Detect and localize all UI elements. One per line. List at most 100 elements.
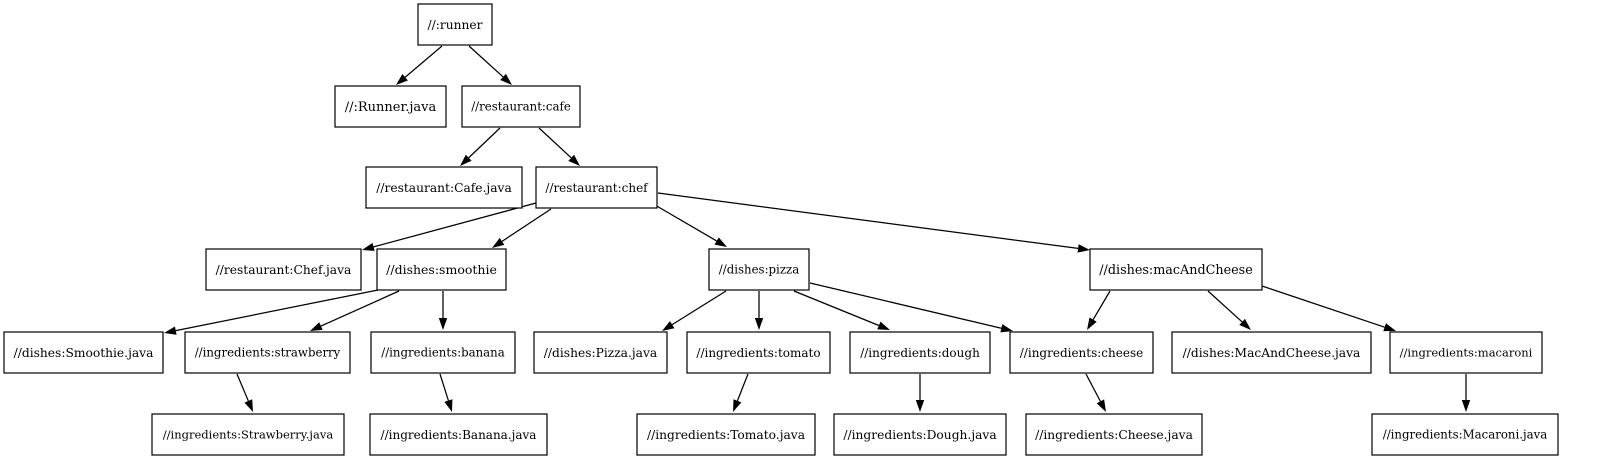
arrowhead-icon [1239,318,1251,330]
graph-edge [1085,373,1106,412]
edge-line [1085,373,1101,402]
node-box[interactable] [1389,331,1543,374]
node-label: //ingredients:Strawberry.java [163,428,334,442]
node-box[interactable] [151,413,345,456]
arrowhead-icon [362,242,375,251]
graph-edge [396,45,443,85]
node-label: //dishes:MacAndCheese.java [1183,346,1361,360]
node-label: //dishes:Smoothie.java [14,346,154,360]
node-box[interactable] [1171,331,1372,374]
edge-line [1092,290,1111,320]
node-label: //restaurant:cafe [471,100,571,114]
graph-node[interactable]: //dishes:pizza [708,248,810,291]
node-box[interactable] [3,331,164,374]
graph-edge [460,127,501,166]
edge-line [320,290,400,327]
node-label: //ingredients:Tomato.java [647,428,805,442]
node-box[interactable] [205,248,362,291]
arrowhead-icon [1461,400,1471,412]
node-box[interactable] [184,331,351,374]
graph-edge [809,282,1013,333]
graph-edge [754,291,764,330]
edge-line [1207,290,1243,323]
edge-line [671,290,727,326]
arrowhead-icon [568,154,580,166]
node-label: //ingredients:Banana.java [381,428,537,442]
arrowhead-icon [1077,244,1090,253]
node-box[interactable] [535,166,658,209]
arrowhead-icon [438,318,448,330]
graph-node[interactable]: //dishes:smoothie [376,248,507,291]
node-label: //ingredients:tomato [696,346,820,360]
node-box[interactable] [1089,248,1263,291]
node-label: //ingredients:cheese [1020,346,1143,360]
graph-node[interactable]: //restaurant:Cafe.java [365,166,523,209]
edge-line [373,202,537,248]
edge-line [175,289,379,332]
graph-node[interactable]: //ingredients:Macaroni.java [1371,413,1559,456]
edge-line [439,373,449,401]
node-box[interactable] [365,166,523,209]
node-label: //dishes:pizza [719,263,799,277]
graph-node[interactable]: //dishes:MacAndCheese.java [1171,331,1372,374]
node-box[interactable] [636,413,816,456]
node-box[interactable] [1025,413,1203,456]
edge-line [809,282,1002,329]
graph-node[interactable]: //ingredients:dough [849,331,991,374]
graph-edge [915,374,925,412]
graph-node[interactable]: //ingredients:tomato [686,331,831,374]
node-box[interactable] [686,331,831,374]
graph-node[interactable]: //ingredients:Banana.java [369,413,548,456]
graph-node[interactable]: //ingredients:macaroni [1389,331,1543,374]
arrowhead-icon [500,73,512,85]
node-label: //:Runner.java [345,100,437,115]
edge-line [468,127,501,159]
graph-edge [1087,290,1111,330]
arrowhead-icon [396,74,408,85]
arrowhead-icon [1000,324,1013,333]
node-box[interactable] [533,331,668,374]
node-box[interactable] [370,331,516,374]
edge-line [654,204,717,242]
graph-node[interactable]: //ingredients:Strawberry.java [151,413,345,456]
graph-node[interactable]: //ingredients:Tomato.java [636,413,816,456]
arrowhead-icon [662,321,675,331]
graph-node[interactable]: //ingredients:banana [370,331,516,374]
graph-node[interactable]: //dishes:Pizza.java [533,331,668,374]
graph-edge [439,373,453,412]
graph-node[interactable]: //dishes:Smoothie.java [3,331,164,374]
graph-node[interactable]: //ingredients:Cheese.java [1025,413,1203,456]
graph-node[interactable]: //ingredients:strawberry [184,331,351,374]
arrowhead-icon [754,318,764,330]
graph-node[interactable]: //:runner [417,3,493,46]
graph-edge [492,208,552,248]
graph-edge [1461,374,1471,412]
node-box[interactable] [1371,413,1559,456]
graph-node[interactable]: //:Runner.java [334,85,447,128]
arrowhead-icon [1383,323,1396,332]
node-box[interactable] [1009,331,1154,374]
node-box[interactable] [461,85,581,128]
node-box[interactable] [417,3,493,46]
graph-edge [793,290,890,330]
graph-node[interactable]: //restaurant:chef [535,166,658,209]
graph-node[interactable]: //restaurant:cafe [461,85,581,128]
graph-edge [1261,285,1396,332]
graph-node[interactable]: //dishes:macAndCheese [1089,248,1263,291]
arrowhead-icon [1096,399,1106,412]
node-box[interactable] [708,248,810,291]
node-box[interactable] [849,331,991,374]
graph-node[interactable]: //ingredients:cheese [1009,331,1154,374]
graph-edge [164,289,379,335]
node-box[interactable] [833,413,1007,456]
node-label: //dishes:Pizza.java [544,346,657,360]
node-box[interactable] [369,413,548,456]
graph-edge [662,290,727,331]
graph-node[interactable]: //ingredients:Dough.java [833,413,1007,456]
node-box[interactable] [376,248,507,291]
graph-node[interactable]: //restaurant:Chef.java [205,248,362,291]
node-box[interactable] [334,85,447,128]
arrowhead-icon [915,400,925,412]
